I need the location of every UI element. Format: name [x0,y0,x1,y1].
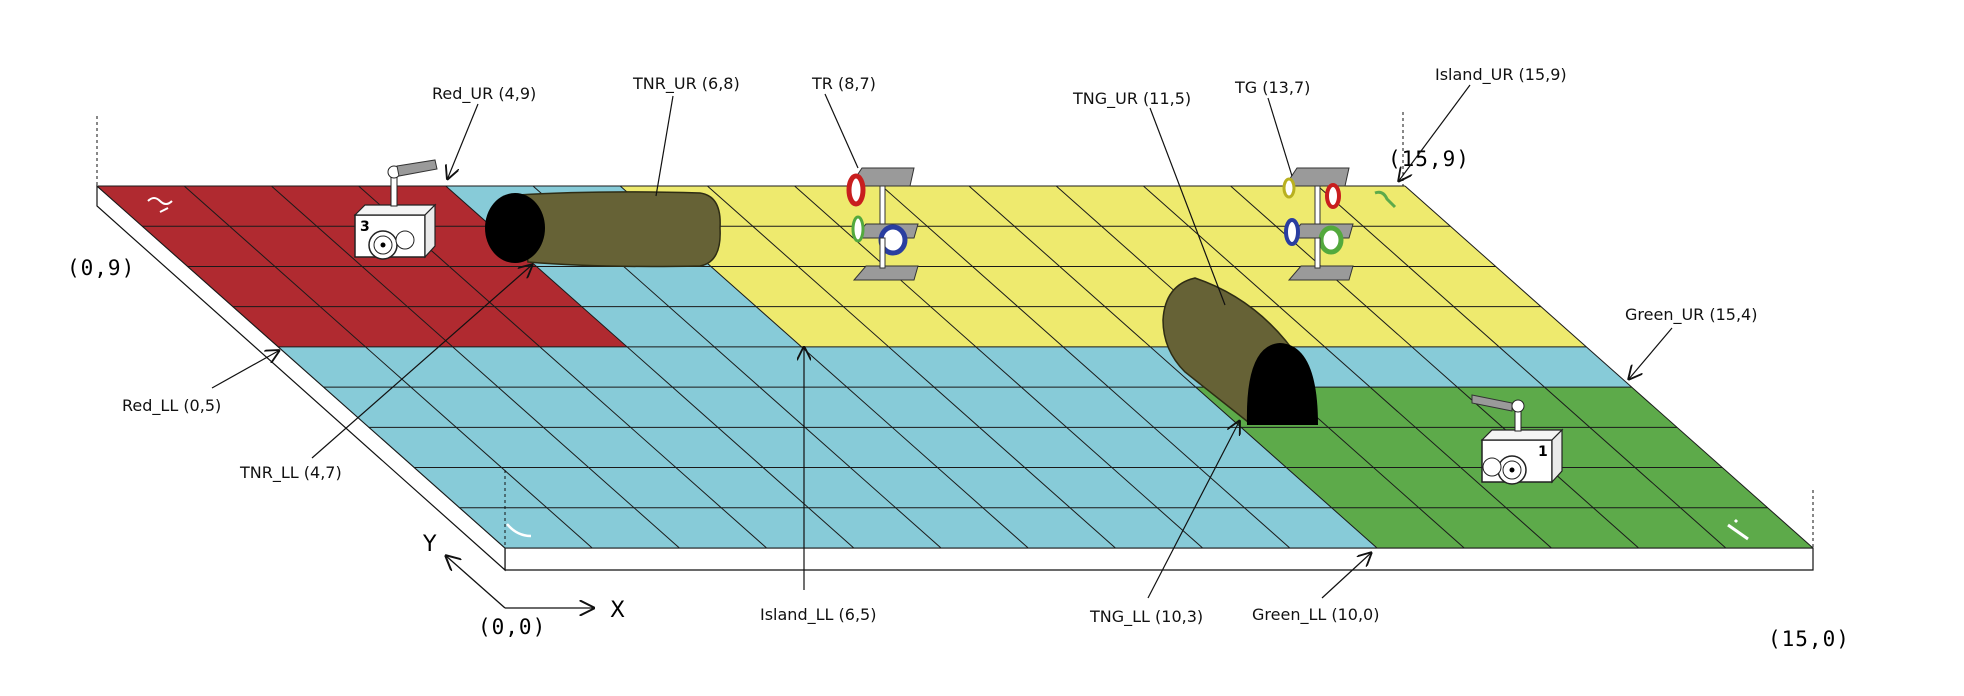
annotation-green-ur: Green_UR (15,4) [1625,305,1757,325]
grid-line-col [1230,185,1639,549]
annotation-tnr-ll: TNR_LL (4,7) [239,463,342,483]
grid-line-col [96,185,506,549]
robot-1: 1 [1471,394,1564,485]
grid-line-col [707,185,1116,549]
y-axis-label: Y [422,532,437,557]
annotation-green-ll: Green_LL (10,0) [1252,605,1379,625]
transfer-station-tr [846,167,919,281]
x-axis-label: X [610,598,625,623]
grid-line-col [271,185,680,549]
grid-line-col [794,185,1203,549]
grid-line-col [881,185,1291,549]
annotation-tng-ll: TNG_LL (10,3) [1089,607,1203,627]
annotation-tg: TG (13,7) [1234,78,1310,97]
robot-3: 3 [353,159,438,260]
coord-top-right: (15,9) [1388,147,1470,171]
grid-line-col [968,185,1378,549]
annotation-leaders [211,84,1673,599]
annotation-tr: TR (8,7) [811,74,876,93]
transfer-station-tg [1282,167,1354,281]
tunnel-green [1162,277,1318,425]
yellow-corner-glyph-icon [1374,190,1397,209]
coord-origin: (0,0) [478,615,546,639]
y-axis-arrow [445,555,506,609]
annotation-tnr-ur: TNR_UR (6,8) [632,74,740,94]
annotation-island-ll: Island_LL (6,5) [760,605,876,625]
robot-1-label: 1 [1538,444,1548,460]
annotation-tng-ur: TNG_UR (11,5) [1072,89,1191,109]
coord-bottom-right: (15,0) [1768,627,1850,651]
grid-line-col [1317,185,1727,549]
annotation-red-ur: Red_UR (4,9) [432,84,536,104]
green-corner-glyph-icon [1727,518,1749,541]
blue-corner-glyph-icon [506,523,532,538]
grid-line-col [183,185,593,549]
coord-top-left: (0,9) [67,256,135,280]
annotation-island-ur: Island_UR (15,9) [1435,65,1567,85]
tunnel-red [485,191,721,268]
red-corner-glyph-icon [147,197,173,213]
grid-line-col [1143,185,1552,549]
board-front-edge [504,547,1814,571]
robot-3-label: 3 [360,219,370,235]
grid-line-col [1404,185,1814,549]
annotation-red-ll: Red_LL (0,5) [122,396,221,416]
